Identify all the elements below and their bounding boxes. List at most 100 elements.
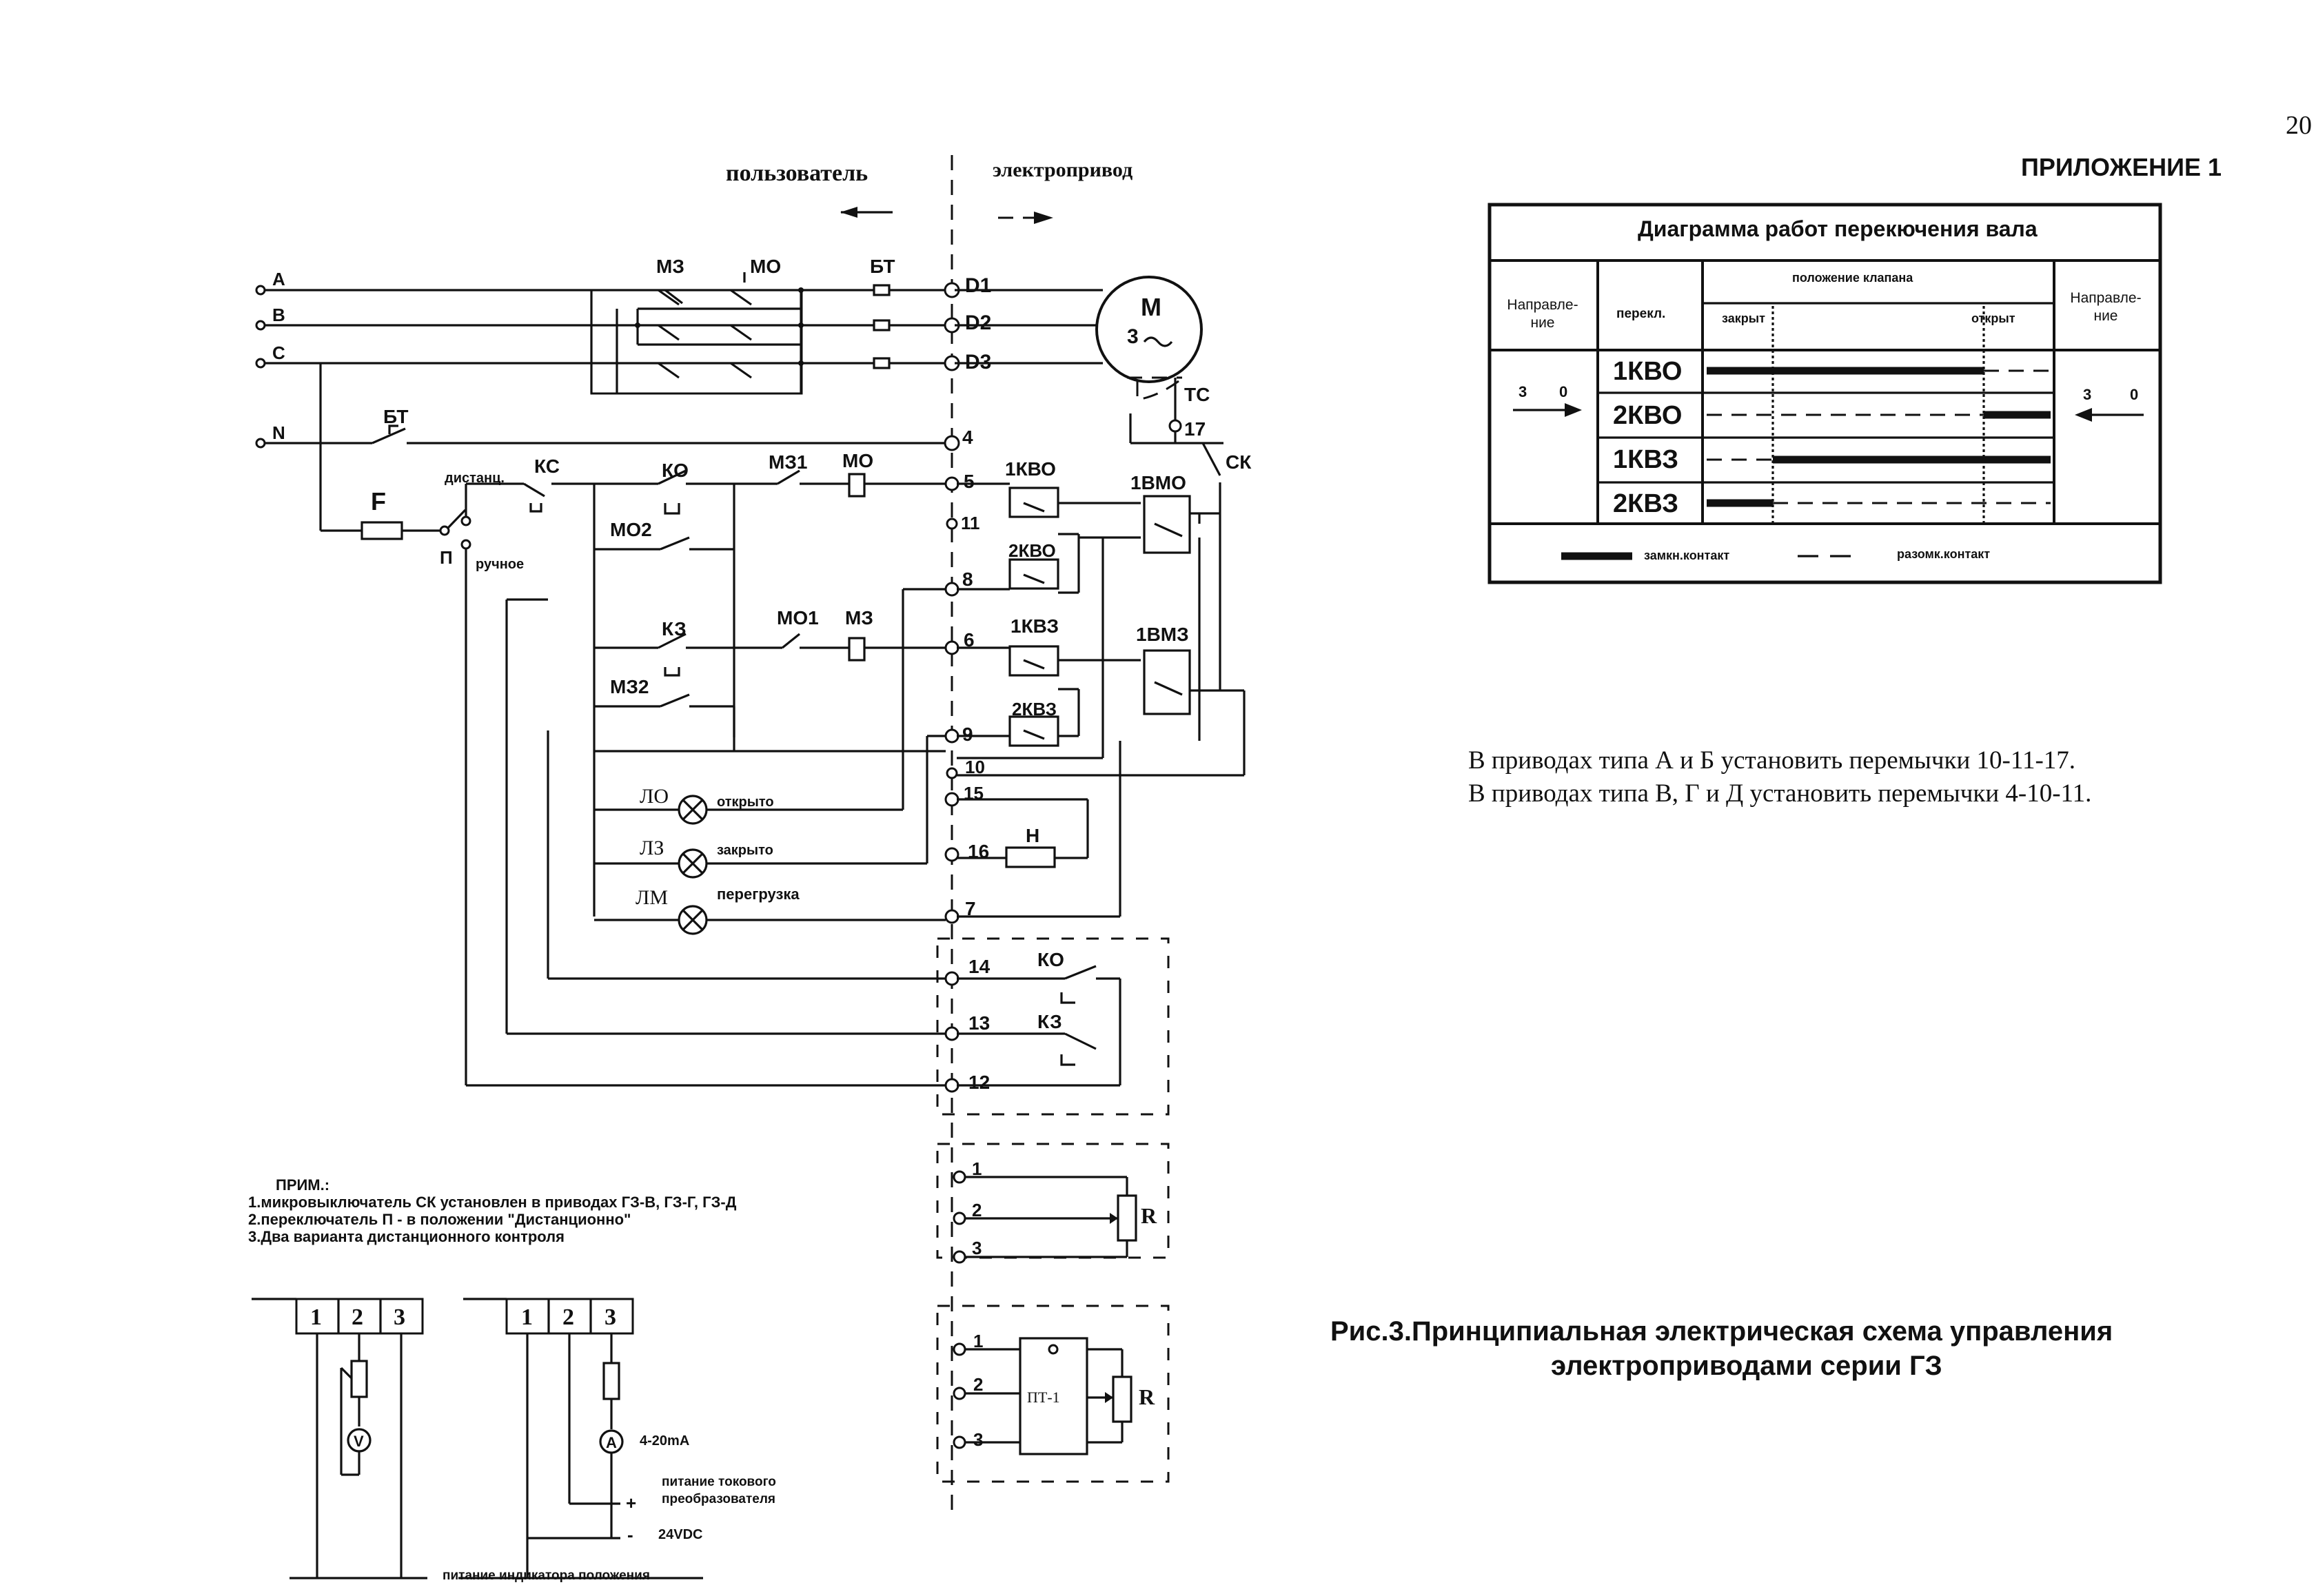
- svg-text:B: B: [272, 305, 285, 325]
- mz-coil: [848, 637, 866, 662]
- svg-text:1КВО: 1КВО: [1005, 458, 1056, 480]
- mo-contact-label: МО: [750, 256, 781, 277]
- svg-text:3: 3: [1127, 325, 1139, 348]
- mz-contact-label: МЗ: [656, 256, 684, 277]
- note-2: 2.переключатель П - в положении "Дистанц…: [248, 1211, 631, 1228]
- svg-text:12: 12: [968, 1072, 990, 1093]
- svg-text:D1: D1: [965, 274, 991, 297]
- col-direction-right: Направле-ние: [2070, 290, 2142, 324]
- drive-arrow-head: [1034, 212, 1053, 224]
- svg-text:1ВМО: 1ВМО: [1130, 472, 1186, 493]
- motor-label: М: [1141, 293, 1161, 321]
- svg-text:КС: КС: [534, 456, 560, 477]
- svg-text:D2: D2: [965, 311, 991, 334]
- svg-text:ПТ-1: ПТ-1: [1027, 1389, 1060, 1406]
- remote-variant-ammeter: 1 2 3 A: [290, 1298, 703, 1579]
- svg-text:17: 17: [1184, 418, 1206, 440]
- col-position: положение клапана: [1792, 271, 1913, 285]
- svg-text:N: N: [272, 422, 285, 443]
- svg-text:R: R: [1141, 1203, 1157, 1228]
- row-2kvo: 2КВО: [1613, 401, 1683, 430]
- control-selector: F дистанц. ручное П КС: [319, 363, 658, 1085]
- svg-text:МЗ2: МЗ2: [610, 676, 649, 697]
- svg-text:A: A: [606, 1434, 617, 1451]
- dir-left-0: 0: [1559, 383, 1568, 400]
- svg-text:1: 1: [310, 1305, 322, 1330]
- svg-text:8: 8: [962, 569, 973, 590]
- open-circuit: КО МО2 МЗ1 МО: [593, 450, 946, 917]
- svg-text:Н: Н: [1026, 825, 1039, 846]
- col-closed: закрыт: [1722, 311, 1765, 325]
- svg-text:10: 10: [965, 757, 985, 777]
- svg-text:3: 3: [973, 1429, 983, 1450]
- page-number: 20: [2286, 111, 2312, 140]
- converter-supply-label: питание токового: [662, 1475, 776, 1489]
- svg-text:1КВЗ: 1КВЗ: [1010, 615, 1059, 637]
- power-lines: A B C N БТ: [255, 269, 944, 449]
- svg-text:R: R: [1139, 1384, 1155, 1409]
- svg-text:A: A: [272, 269, 285, 289]
- row-1kvo: 1КВО: [1613, 357, 1683, 386]
- mo-coil: [848, 473, 866, 498]
- heater-h: Н: [957, 741, 1121, 918]
- svg-text:3: 3: [605, 1305, 616, 1330]
- table-title: Диаграмма работ перекючения вала: [1638, 216, 2038, 241]
- svg-text:ручное: ручное: [476, 557, 524, 572]
- svg-text:14: 14: [968, 956, 991, 977]
- pt1-block: 1 2 3 ПТ-1 R: [936, 1305, 1170, 1483]
- svg-text:1: 1: [521, 1305, 533, 1330]
- col-open: открыт: [1971, 311, 2015, 325]
- svg-text:перегрузка: перегрузка: [717, 886, 800, 903]
- current-range-label: 4-20mA: [640, 1433, 690, 1449]
- svg-text:4: 4: [962, 427, 973, 448]
- plus-sign: +: [626, 1493, 637, 1513]
- svg-text:V: V: [354, 1433, 364, 1450]
- svg-text:2КВЗ: 2КВЗ: [1012, 699, 1057, 719]
- converter-supply-label-2: преобразователя: [662, 1492, 775, 1506]
- col-direction-left: Направле-ние: [1507, 297, 1578, 331]
- svg-text:МО: МО: [842, 450, 873, 471]
- svg-text:МО2: МО2: [610, 519, 652, 540]
- svg-text:МО1: МО1: [777, 607, 819, 628]
- svg-text:2: 2: [973, 1374, 983, 1395]
- svg-text:1ВМЗ: 1ВМЗ: [1136, 624, 1189, 645]
- svg-text:6: 6: [964, 629, 975, 651]
- contactor-block: МЗ МО: [590, 256, 804, 395]
- figure-caption-line-2: электроприводами серии ГЗ: [1551, 1351, 1942, 1381]
- svg-text:МЗ1: МЗ1: [769, 451, 807, 473]
- svg-text:1: 1: [972, 1158, 982, 1179]
- legend-open: разомк.контакт: [1897, 547, 1991, 561]
- svg-text:7: 7: [965, 898, 976, 919]
- svg-text:9: 9: [962, 724, 973, 745]
- svg-text:КО: КО: [662, 460, 689, 481]
- svg-text:ЛО: ЛО: [640, 785, 669, 808]
- svg-text:2: 2: [352, 1305, 363, 1330]
- dir-right-0: 0: [2130, 386, 2139, 403]
- fuse-f: [360, 521, 403, 540]
- indicator-supply-label: питание индикатора положения: [443, 1568, 650, 1583]
- potentiometer-block: 1 2 3 R: [936, 1143, 1170, 1264]
- power-terminals: D1 D2 D3 4: [944, 274, 991, 451]
- control-terminals: 5 11 8 6 9 10 15 16 7: [944, 471, 989, 924]
- svg-text:5: 5: [964, 471, 975, 492]
- user-label: пользователь: [726, 161, 868, 186]
- dir-left-3: 3: [1518, 383, 1527, 400]
- svg-text:дистанц.: дистанц.: [445, 471, 505, 486]
- svg-text:1: 1: [973, 1331, 983, 1351]
- row-1kvz: 1КВЗ: [1613, 445, 1679, 474]
- note-3: 3.Два варианта дистанционного контроля: [248, 1228, 565, 1245]
- svg-text:C: C: [272, 342, 285, 363]
- svg-text:П: П: [440, 547, 453, 568]
- svg-text:МЗ: МЗ: [845, 607, 873, 628]
- svg-text:ТС: ТС: [1184, 384, 1210, 405]
- vdc-label: 24VDC: [658, 1527, 703, 1542]
- svg-text:ЛМ: ЛМ: [636, 886, 668, 909]
- switch-table: [1487, 203, 2162, 584]
- svg-text:КЗ: КЗ: [1037, 1011, 1062, 1032]
- appendix-title: ПРИЛОЖЕНИЕ 1: [2021, 153, 2222, 181]
- aux-contacts-block: 14 13 12 КО КЗ: [466, 598, 1170, 1116]
- svg-text:КО: КО: [1037, 949, 1064, 970]
- svg-text:открыто: открыто: [717, 795, 774, 810]
- svg-text:3: 3: [394, 1305, 405, 1330]
